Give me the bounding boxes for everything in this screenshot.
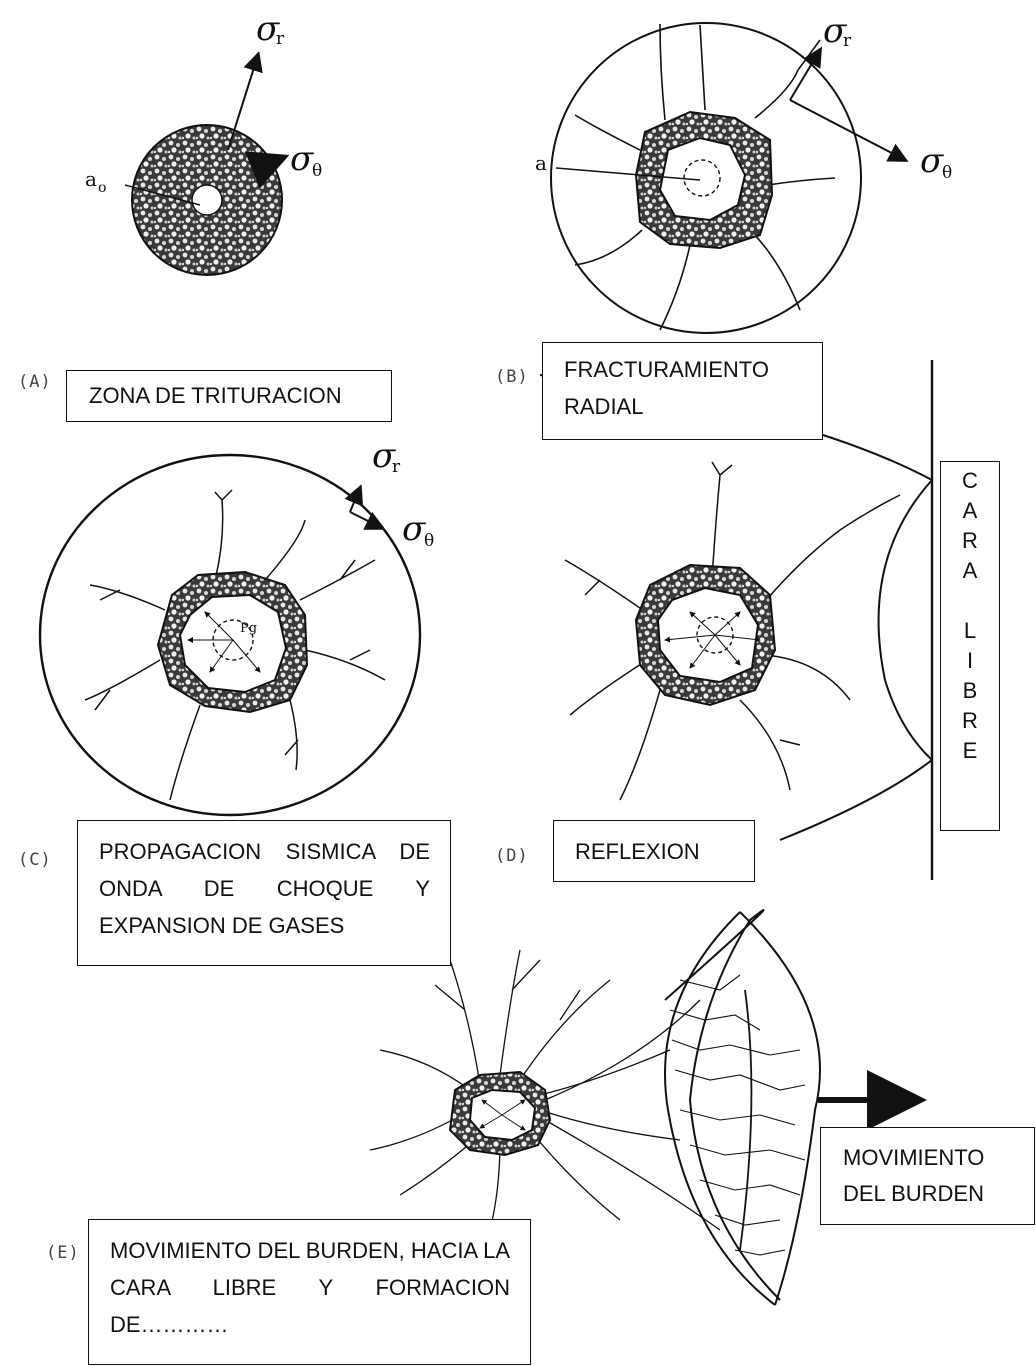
panel-letter-c: (C)	[18, 850, 52, 870]
free-face-letter: C	[962, 466, 978, 496]
reflected-wave	[879, 480, 932, 760]
free-face-letter: L	[964, 616, 976, 646]
free-face-letter: B	[963, 676, 978, 706]
sigma-theta-symbol-b: σ	[920, 141, 944, 181]
caption-c: PROPAGACION SISMICA DE ONDA DE CHOQUE Y …	[77, 820, 451, 966]
caption-e-arrow-line2: DEL BURDEN	[843, 1176, 1034, 1212]
panel-letter-b: (B)	[495, 367, 529, 387]
free-face-letter: A	[963, 556, 978, 586]
panel-c-seismic-propagation	[40, 455, 420, 815]
panel-a-crushing-zone	[0, 55, 1036, 275]
free-face-letter: E	[963, 736, 978, 766]
sigma-theta-subscript-b: θ	[942, 163, 952, 183]
outer-wave-c	[40, 455, 420, 815]
free-face-letter: R	[962, 526, 978, 556]
caption-e-arrow-line1: MOVIMIENTO	[843, 1140, 1034, 1176]
caption-e-arrow: MOVIMIENTO DEL BURDEN	[820, 1127, 1035, 1225]
panel-b-radial-fracturing	[551, 23, 905, 333]
a0-symbol: a	[85, 167, 97, 191]
free-face-letter: R	[962, 706, 978, 736]
free-face-letter: A	[963, 496, 978, 526]
sigma-theta-subscript: θ	[312, 161, 322, 181]
sigma-theta-subscript-c: θ	[424, 531, 434, 551]
free-face-label: C A R A L I B R E	[940, 461, 1000, 831]
radial-cracks	[575, 24, 835, 330]
sigma-r-subscript-c: r	[392, 457, 401, 477]
sigma-theta-symbol: σ	[290, 139, 314, 179]
a-leader	[556, 168, 700, 180]
borehole-dashed	[684, 160, 720, 196]
sigma-theta-arrow-b	[790, 100, 905, 160]
panel-letter-d: (D)	[495, 846, 529, 866]
cracks-c	[85, 490, 385, 800]
caption-d: REFLEXION	[553, 820, 755, 882]
incident-wave-bottom	[780, 760, 932, 840]
panel-letter-e: (E)	[46, 1243, 80, 1263]
outer-wave-circle	[551, 23, 861, 333]
caption-a: ZONA DE TRITURACION	[66, 370, 392, 422]
caption-e-text: MOVIMIENTO DEL BURDEN, HACIA LA CARA LIB…	[110, 1238, 510, 1337]
a-symbol: a	[535, 151, 547, 175]
caption-a-text: ZONA DE TRITURACION	[89, 383, 342, 408]
caption-b: FRACTURAMIENTO RADIAL	[542, 342, 823, 440]
free-face-letter: I	[967, 646, 973, 676]
caption-b-line1: FRACTURAMIENTO	[564, 351, 822, 388]
borehole	[192, 185, 222, 215]
crushed-ring-c	[158, 572, 307, 712]
caption-c-text: PROPAGACION SISMICA DE ONDA DE CHOQUE Y …	[99, 839, 430, 938]
a0-subscript: o	[98, 180, 106, 196]
detached-slab-outer	[665, 910, 780, 1300]
sigma-theta-symbol-c: σ	[402, 509, 426, 549]
slab-fractures	[670, 975, 805, 1255]
sigma-r-subscript: r	[276, 29, 285, 49]
crushed-ring-d	[636, 565, 775, 705]
pg-symbol: Pg	[240, 621, 257, 636]
panel-letter-a: (A)	[18, 372, 52, 392]
sigma-r-arrow-c	[350, 488, 360, 512]
crushed-ring-b	[636, 112, 772, 248]
caption-e: MOVIMIENTO DEL BURDEN, HACIA LA CARA LIB…	[88, 1219, 531, 1365]
caption-d-text: REFLEXION	[575, 839, 700, 864]
symbol-labels: σ r σ θ a o σ r σ θ a σ r σ θ Pg	[85, 9, 952, 636]
caption-b-line2: RADIAL	[564, 388, 822, 425]
sigma-r-subscript-b: r	[843, 31, 852, 51]
